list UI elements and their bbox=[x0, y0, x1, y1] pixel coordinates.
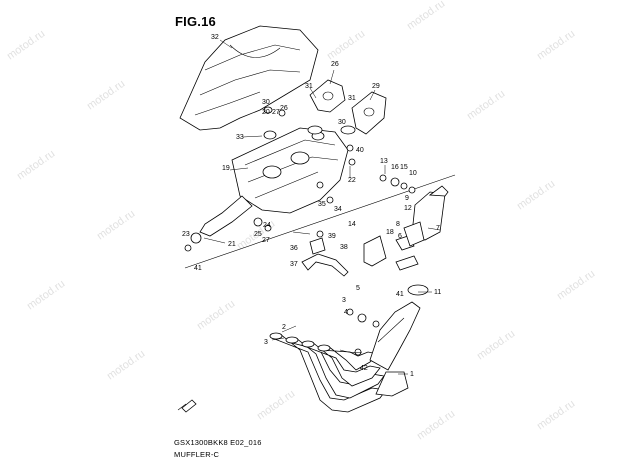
callout-number: 15 bbox=[400, 164, 408, 171]
callout-number: 38 bbox=[340, 244, 348, 251]
callout-number: 8 bbox=[396, 221, 400, 228]
watermark: motod.ru bbox=[405, 0, 447, 32]
callout-number: 34 bbox=[334, 206, 342, 213]
callout-number: 32 bbox=[211, 34, 219, 41]
callout-number: 29 bbox=[372, 83, 380, 90]
watermark: motod.ru bbox=[535, 398, 577, 433]
callout-number: 16 bbox=[391, 164, 399, 171]
watermark: motod.ru bbox=[465, 88, 507, 123]
callout-number: 31 bbox=[348, 95, 356, 102]
callout-number: 41 bbox=[194, 265, 202, 272]
exhaust-headers bbox=[269, 301, 421, 413]
watermark: motod.ru bbox=[85, 78, 127, 113]
callout-number: 10 bbox=[409, 170, 417, 177]
watermark: motod.ru bbox=[555, 268, 597, 303]
callout-number: 3 bbox=[264, 339, 268, 346]
callout-numbers: 32 26 31 29 30 20 27 26 31 33 30 40 19 1… bbox=[182, 34, 441, 378]
callout-number: 22 bbox=[348, 177, 356, 184]
callout-number: 30 bbox=[262, 99, 270, 106]
muffler-bracket-assembly bbox=[301, 185, 449, 356]
gaskets-and-fasteners bbox=[184, 106, 416, 252]
callout-number: 36 bbox=[290, 245, 298, 252]
watermark: motod.ru bbox=[105, 348, 147, 383]
watermark: motod.ru bbox=[195, 298, 237, 333]
callout-number: 21 bbox=[228, 241, 236, 248]
diagram-name-caption: MUFFLER-C bbox=[174, 450, 220, 459]
callout-number: 9 bbox=[405, 195, 409, 202]
callout-number: 27 bbox=[262, 237, 270, 244]
watermark: motod.ru bbox=[475, 328, 517, 363]
watermark: motod.ru bbox=[325, 28, 367, 63]
callout-number: 23 bbox=[182, 231, 190, 238]
callout-number: 5 bbox=[356, 285, 360, 292]
watermark: motod.ru bbox=[255, 388, 297, 423]
watermark: motod.ru bbox=[15, 148, 57, 183]
muffler-body bbox=[199, 127, 349, 237]
leader-lines bbox=[203, 39, 441, 375]
callout-number: 41 bbox=[396, 291, 404, 298]
callout-number: 26 bbox=[331, 61, 339, 68]
callout-number: 35 bbox=[318, 201, 326, 208]
watermark: motod.ru bbox=[515, 178, 557, 213]
callout-number: 19 bbox=[222, 165, 230, 172]
callout-number: 1 bbox=[410, 371, 414, 378]
muffler-heat-cover bbox=[179, 25, 319, 131]
callout-number: 7 bbox=[436, 225, 440, 232]
callout-number: 26 bbox=[280, 105, 288, 112]
front-direction-arrow-icon bbox=[177, 399, 197, 413]
callout-number: 12 bbox=[404, 205, 412, 212]
watermark: motod.ru bbox=[95, 208, 137, 243]
callout-number: 18 bbox=[386, 229, 394, 236]
diagram-code-caption: GSX1300BKK8 E02_016 bbox=[174, 438, 262, 447]
callout-number: 2 bbox=[282, 324, 286, 331]
callout-number: 13 bbox=[380, 158, 388, 165]
callout-number: 24 bbox=[263, 222, 271, 229]
figure-title: FIG.16 bbox=[175, 14, 216, 29]
callout-number: 31 bbox=[305, 83, 313, 90]
callout-number: 37 bbox=[290, 261, 298, 268]
callout-number: 33 bbox=[236, 134, 244, 141]
callout-number: 4 bbox=[344, 309, 348, 316]
callout-number: 6 bbox=[398, 233, 402, 240]
callout-number: 25 bbox=[254, 231, 262, 238]
callout-number: 27 bbox=[272, 109, 280, 116]
watermark: motod.ru bbox=[25, 278, 67, 313]
callout-number: 11 bbox=[434, 289, 441, 296]
callout-number: 14 bbox=[348, 221, 356, 228]
callout-number: 3 bbox=[342, 297, 346, 304]
callout-number: 30 bbox=[338, 119, 346, 126]
callout-number: 20 bbox=[262, 109, 270, 116]
callout-number: 42 bbox=[360, 365, 368, 372]
callout-number: 39 bbox=[328, 233, 336, 240]
heat-shields bbox=[309, 79, 387, 135]
callout-number: 40 bbox=[356, 147, 364, 154]
watermark: motod.ru bbox=[535, 28, 577, 63]
watermark: motod.ru bbox=[5, 28, 47, 63]
watermark: motod.ru bbox=[415, 408, 457, 443]
